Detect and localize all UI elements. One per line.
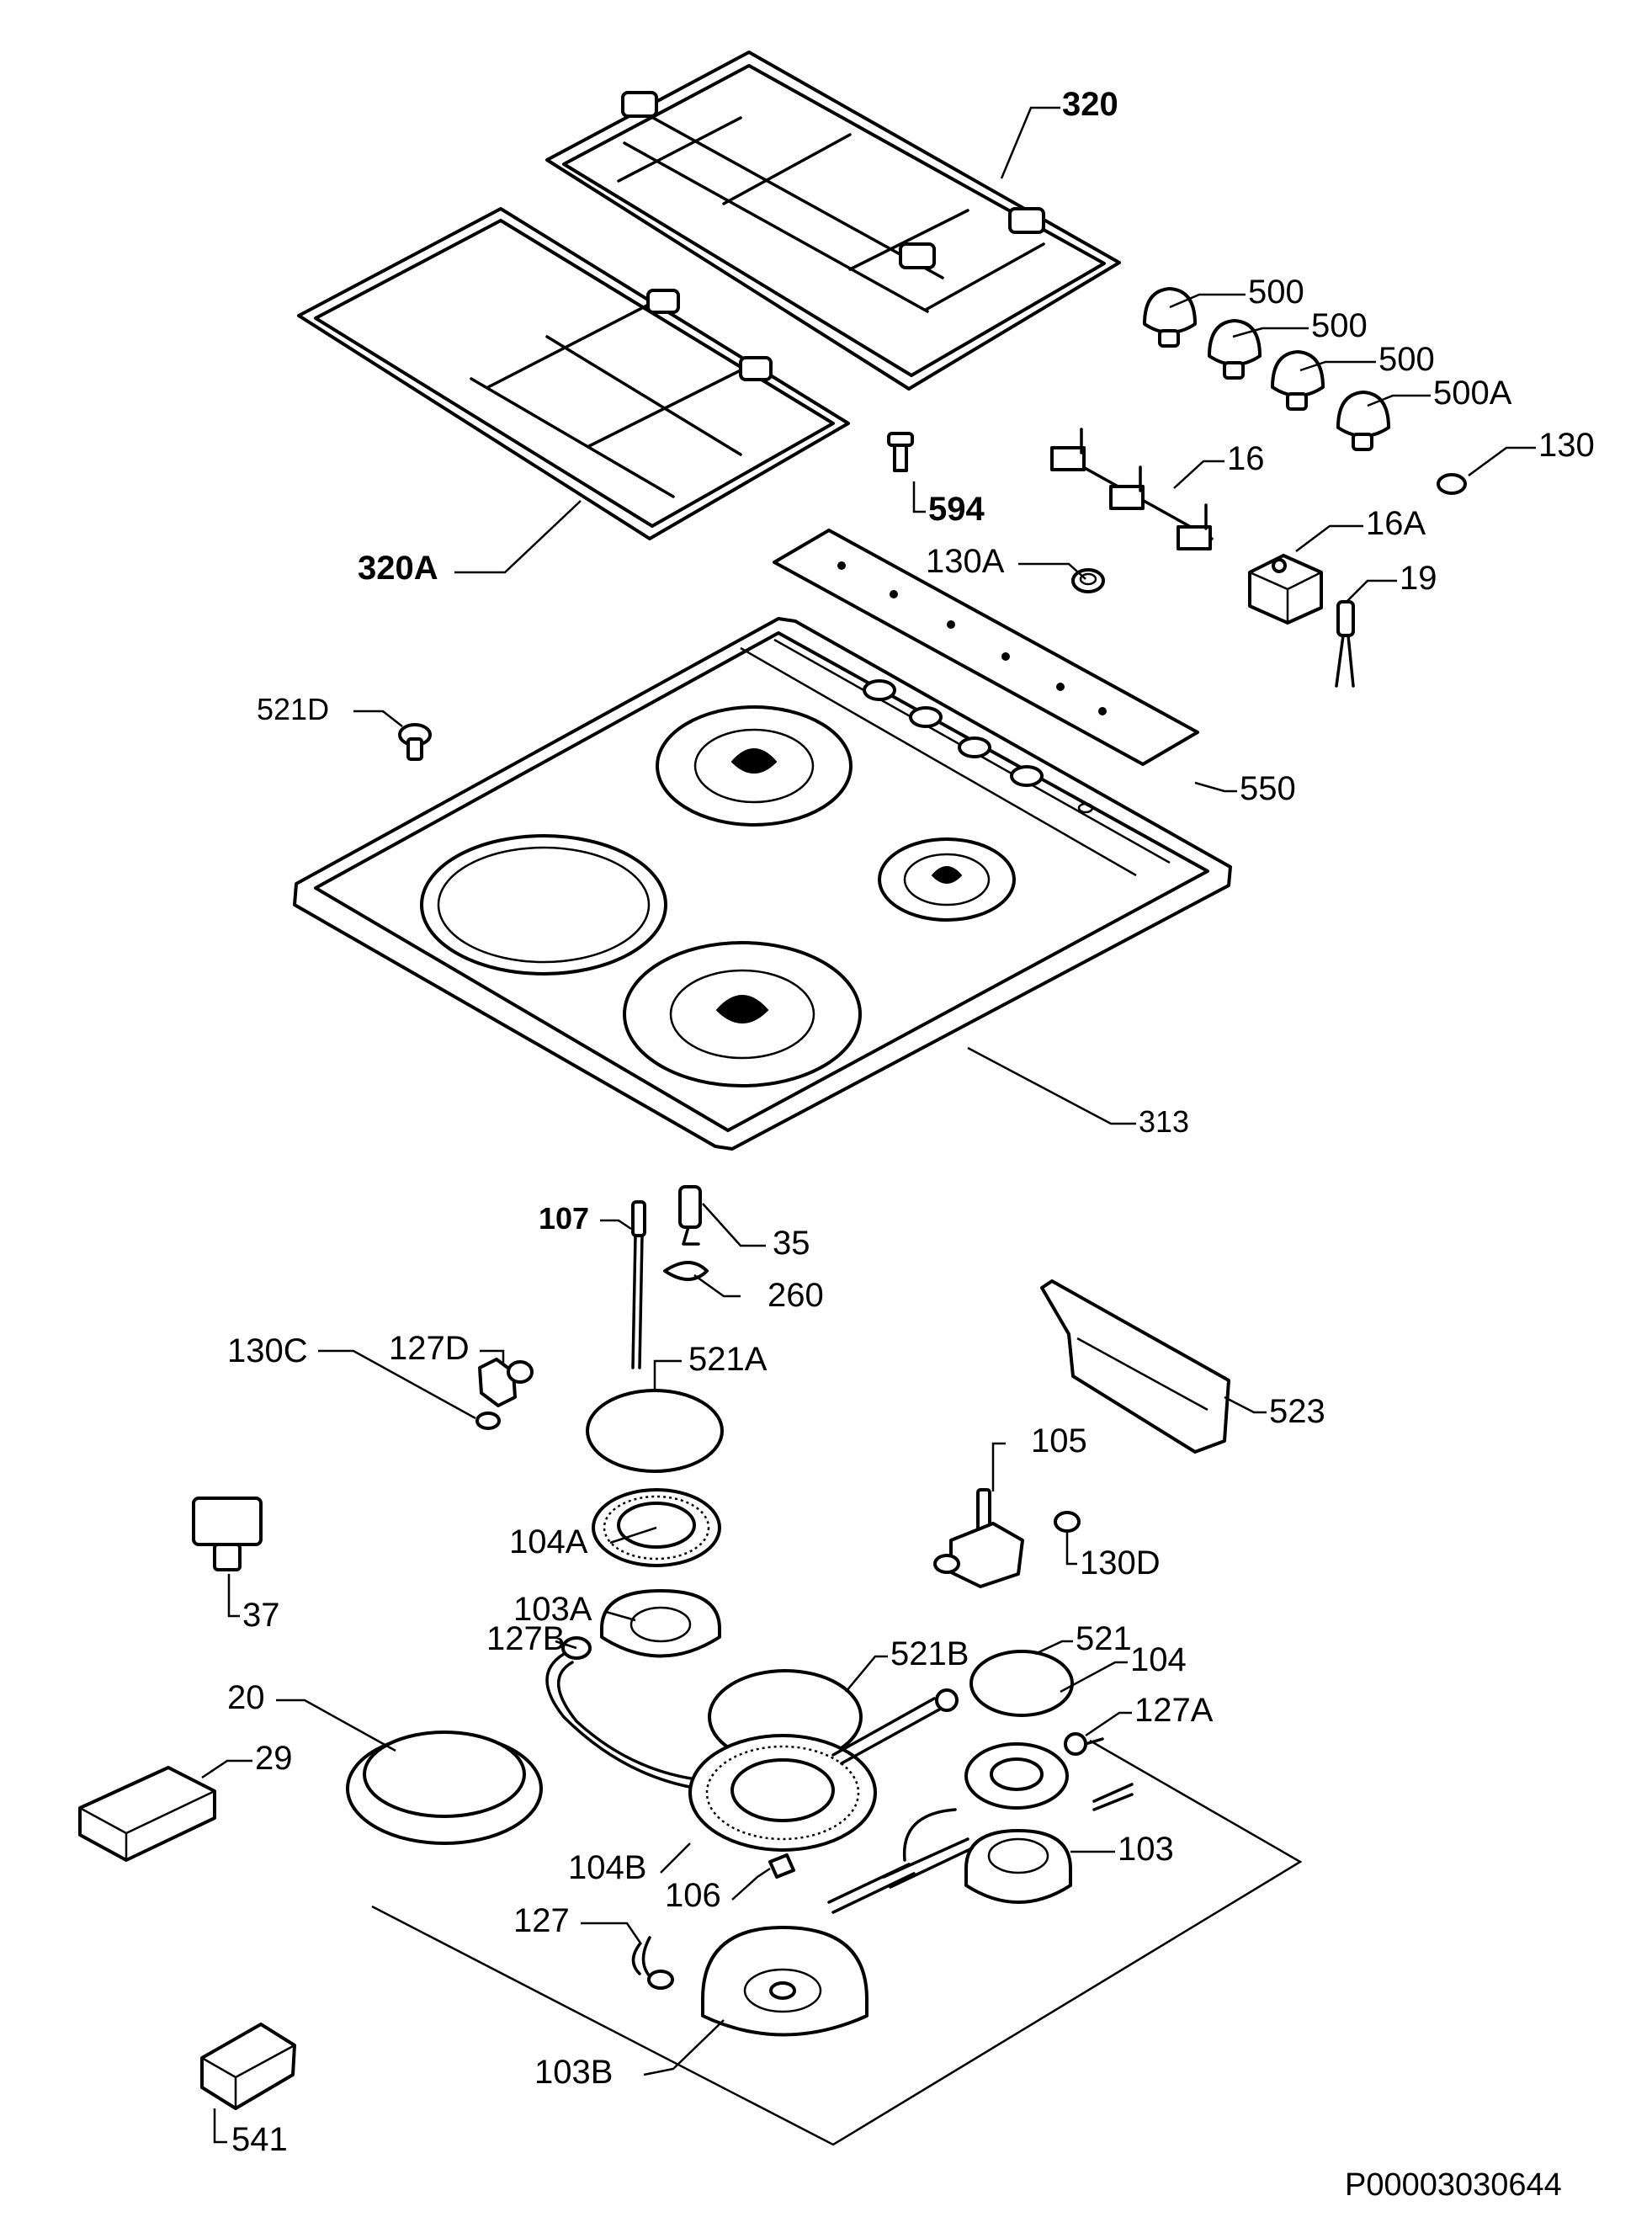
- pan-support-320: [545, 51, 1121, 391]
- rocker-switch: [200, 2023, 296, 2110]
- part-label: 523: [1269, 1393, 1325, 1430]
- part-label: 127: [513, 1902, 570, 1939]
- base-plate-outline: [371, 1739, 1303, 2146]
- burner-base: [600, 1589, 721, 1658]
- part-label: 594: [928, 491, 985, 528]
- gas-pipe: [831, 1697, 943, 1765]
- terminal-connector: [192, 1497, 263, 1571]
- part-label: 320: [1062, 86, 1118, 123]
- part-label: 500: [1248, 274, 1304, 311]
- part-label: 104A: [509, 1523, 588, 1560]
- gas-valve: [933, 1488, 1024, 1588]
- part-label: 106: [665, 1877, 721, 1914]
- part-label: 104: [1130, 1641, 1187, 1678]
- part-label: 107: [539, 1201, 589, 1236]
- part-label: 20: [227, 1679, 265, 1716]
- pan-support-320a: [297, 207, 850, 540]
- gas-pipe: [631, 1936, 674, 1990]
- part-label: 127D: [389, 1330, 470, 1367]
- part-label: 521: [1076, 1620, 1132, 1657]
- mounting-bracket: [1040, 1279, 1230, 1454]
- washer: [1054, 1511, 1081, 1533]
- injector-jet: [768, 1853, 795, 1879]
- control-knob: [1208, 319, 1262, 380]
- spark-generator: [1248, 554, 1323, 625]
- burner-base: [701, 1926, 868, 2037]
- part-label: 550: [1240, 770, 1296, 807]
- part-label: 521D: [257, 692, 329, 726]
- burner-crown: [964, 1742, 1069, 1810]
- part-label: 521A: [688, 1341, 768, 1378]
- part-label: 29: [255, 1740, 293, 1777]
- part-label: 500A: [1433, 375, 1512, 412]
- nut: [1437, 473, 1467, 495]
- elbow-connector: [478, 1358, 534, 1407]
- ignition-switch: [1050, 428, 1214, 550]
- part-label: 541: [231, 2121, 288, 2158]
- part-label: 35: [773, 1225, 810, 1262]
- screw: [887, 432, 914, 472]
- part-label: 260: [768, 1277, 824, 1314]
- thermocouple-probe: [631, 1200, 646, 1369]
- burner-cap: [969, 1650, 1074, 1717]
- part-label: 103A: [513, 1591, 592, 1628]
- screw: [398, 723, 432, 761]
- hob-top-plate: [293, 617, 1232, 1151]
- part-label: 500: [1311, 307, 1368, 344]
- control-knob: [1336, 391, 1390, 451]
- part-label: 130C: [227, 1332, 308, 1369]
- retaining-clip: [663, 1261, 709, 1281]
- part-label: 104B: [568, 1849, 646, 1886]
- control-panel-strip: [773, 529, 1199, 766]
- part-label: 127B: [486, 1620, 565, 1657]
- control-knob: [1271, 350, 1325, 411]
- gas-pipe: [545, 1636, 704, 1790]
- burner-base: [964, 1829, 1072, 1904]
- part-label: 103: [1118, 1831, 1174, 1868]
- part-label: 521B: [890, 1635, 969, 1672]
- part-label: 130A: [926, 543, 1005, 580]
- terminal-block: [78, 1766, 216, 1862]
- part-label: 19: [1400, 560, 1437, 597]
- part-label: 127A: [1134, 1692, 1214, 1729]
- washer: [475, 1412, 501, 1430]
- spark-plug: [678, 1185, 702, 1246]
- burner-crown: [688, 1734, 877, 1852]
- part-label: 103B: [534, 2054, 613, 2091]
- hotplate-disc: [346, 1731, 543, 1845]
- part-label: 320A: [358, 550, 438, 587]
- part-label: 105: [1031, 1422, 1087, 1459]
- leader-lines: [201, 106, 1536, 2144]
- part-label: 37: [242, 1597, 280, 1634]
- burner-cap: [586, 1389, 724, 1473]
- drawing-code: P00003030644: [1345, 2167, 1562, 2203]
- part-label: 130: [1538, 427, 1595, 464]
- part-label: 16A: [1366, 505, 1426, 542]
- part-label: 16: [1227, 440, 1265, 477]
- control-knob: [1143, 287, 1197, 348]
- injector: [1064, 1732, 1104, 1756]
- part-label: 130D: [1080, 1544, 1161, 1582]
- part-label: 500: [1378, 341, 1435, 378]
- part-label: 313: [1139, 1104, 1189, 1139]
- thermocouple: [1335, 600, 1355, 688]
